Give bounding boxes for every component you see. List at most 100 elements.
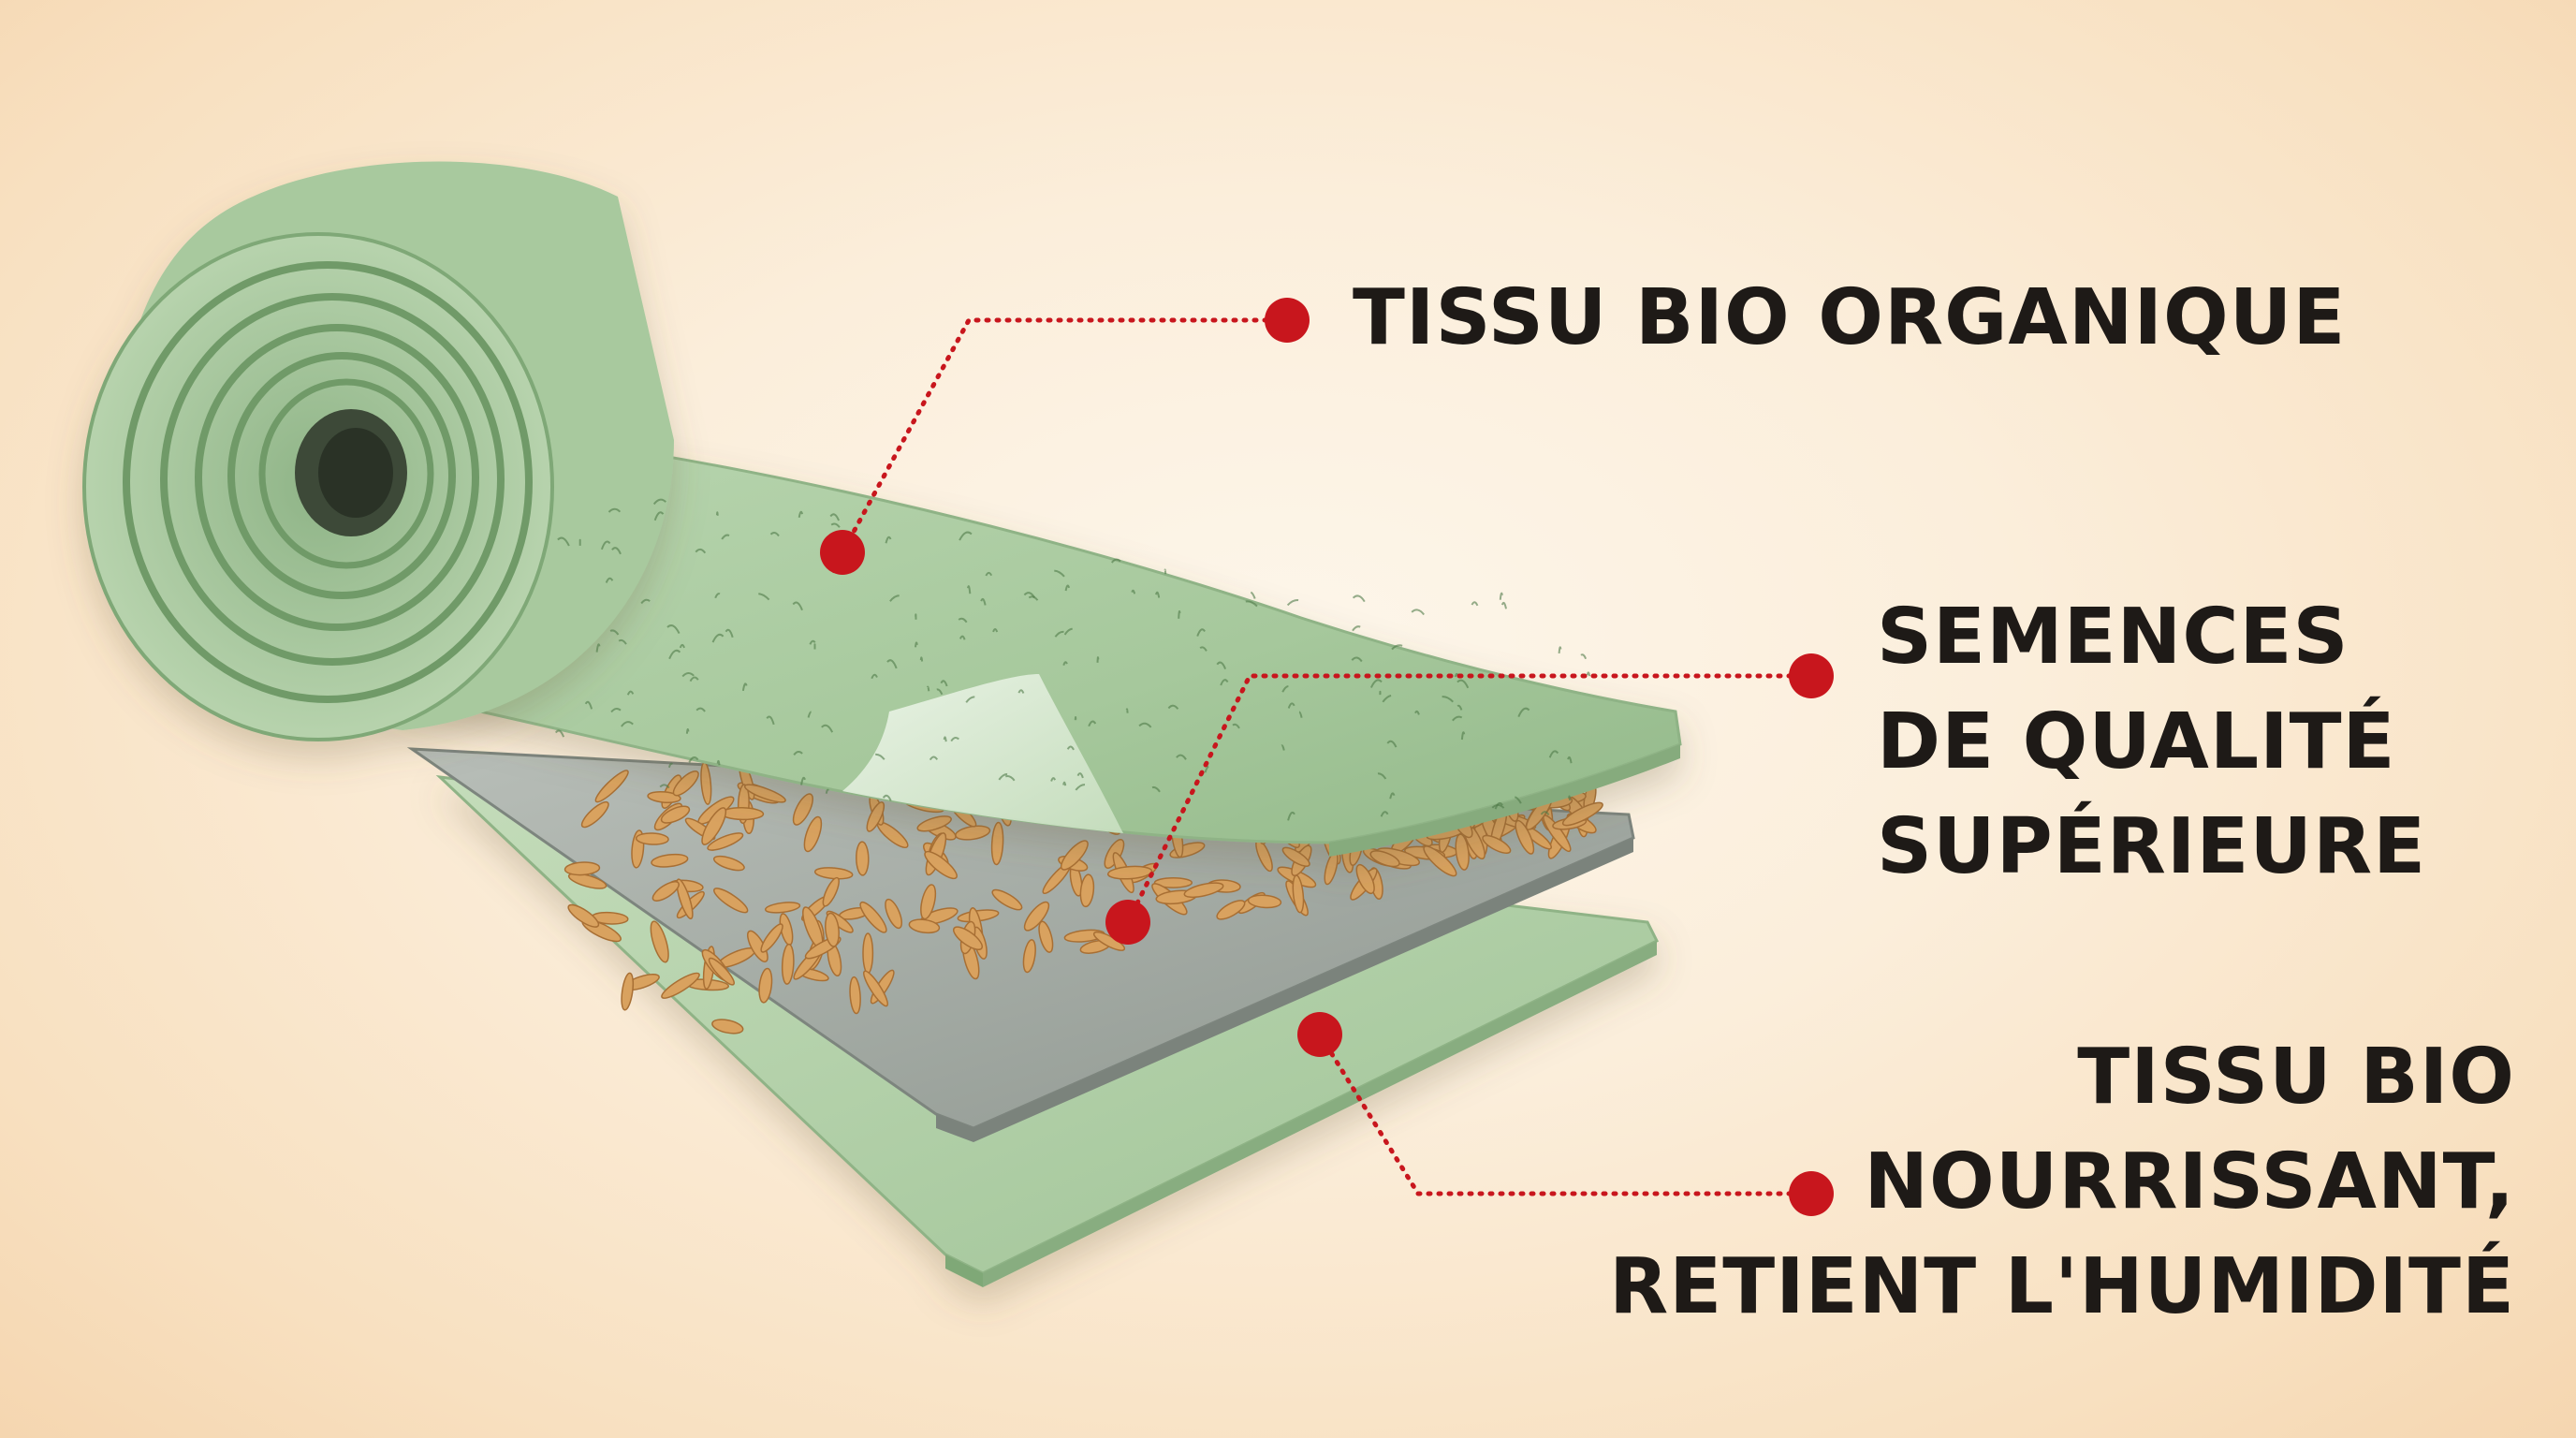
fiber — [695, 707, 706, 712]
fiber — [950, 736, 959, 742]
fiber — [882, 794, 892, 801]
fiber — [1442, 696, 1455, 703]
fiber — [809, 639, 816, 645]
fabric-roll — [82, 161, 675, 741]
fiber — [666, 624, 681, 635]
fiber — [716, 760, 721, 766]
seed — [707, 832, 744, 851]
fiber — [1281, 685, 1289, 693]
fiber — [1548, 750, 1559, 758]
seed — [701, 807, 727, 845]
fiber — [959, 531, 973, 541]
fiber — [1062, 661, 1068, 667]
fiber — [936, 688, 944, 696]
fiber — [1138, 722, 1152, 728]
seed — [1515, 819, 1535, 855]
fiber — [800, 776, 806, 785]
fiber — [1063, 627, 1073, 636]
fiber — [821, 724, 834, 733]
fiber — [998, 772, 1008, 781]
seed — [621, 972, 635, 1011]
fiber — [1281, 744, 1285, 751]
fiber — [829, 513, 841, 521]
fiber — [1414, 710, 1420, 715]
fiber — [584, 700, 593, 710]
fiber — [1494, 801, 1503, 810]
fiber — [679, 643, 685, 649]
fiber — [875, 753, 886, 760]
fiber — [1568, 795, 1571, 801]
fiber — [668, 649, 681, 660]
fiber — [659, 784, 670, 789]
fiber — [626, 690, 635, 696]
seed — [567, 873, 607, 889]
fiber — [1196, 628, 1206, 637]
seed — [1038, 920, 1054, 953]
seed — [661, 972, 700, 999]
fiber — [769, 532, 780, 537]
fiber — [798, 510, 804, 518]
seed — [1106, 865, 1153, 880]
fiber — [557, 536, 570, 547]
fiber — [621, 721, 634, 727]
fiber — [618, 638, 627, 645]
seed — [1023, 901, 1050, 932]
fiber — [958, 617, 968, 624]
fiber — [830, 522, 841, 528]
fiber — [1380, 811, 1389, 817]
seed — [1079, 873, 1095, 908]
leader-line-middle — [1125, 673, 1814, 925]
seed — [866, 801, 886, 832]
fiber — [1204, 765, 1209, 773]
fiber — [1352, 594, 1366, 603]
fiber — [610, 707, 622, 713]
fiber — [1054, 630, 1064, 638]
seed — [764, 902, 801, 914]
fiber — [1220, 679, 1229, 686]
seed — [580, 800, 609, 829]
fiber — [1460, 731, 1466, 741]
seed — [651, 881, 680, 902]
seed — [564, 861, 601, 876]
fiber — [1245, 600, 1258, 608]
fiber — [807, 711, 812, 718]
seed — [711, 1019, 744, 1034]
top-fabric-layer — [391, 419, 1682, 857]
seed — [1153, 876, 1193, 888]
leader-line-bottom — [1317, 1032, 1814, 1196]
fiber — [714, 593, 721, 599]
seed — [1369, 850, 1400, 868]
fiber — [1050, 777, 1057, 782]
leader-line-top — [840, 317, 1290, 555]
fiber — [915, 641, 918, 648]
fiber — [792, 601, 803, 611]
fiber — [1411, 609, 1425, 616]
fiber — [1064, 584, 1071, 592]
fiber — [685, 727, 690, 734]
seed — [1216, 900, 1246, 920]
fiber — [609, 629, 620, 636]
marker-top-end — [1265, 298, 1310, 343]
seed — [760, 923, 783, 953]
fiber — [1352, 625, 1361, 632]
seed — [1060, 840, 1089, 871]
fiber — [959, 635, 966, 640]
fiber — [766, 715, 775, 726]
fiber — [943, 736, 947, 742]
seed — [859, 901, 887, 933]
fiber — [695, 548, 707, 554]
fiber — [554, 729, 565, 738]
fiber — [1351, 656, 1363, 663]
fiber — [1017, 689, 1025, 694]
fiber — [985, 571, 993, 577]
label-line: RETIENT L'HUMIDITÉ — [1609, 1242, 2515, 1331]
fiber — [1054, 569, 1065, 578]
fiber — [711, 633, 724, 643]
fiber — [1286, 599, 1299, 607]
fiber — [1471, 601, 1479, 607]
seed — [908, 918, 941, 934]
fiber — [1287, 702, 1295, 709]
seed — [856, 841, 870, 876]
fiber — [1514, 796, 1522, 804]
seed — [920, 884, 937, 920]
